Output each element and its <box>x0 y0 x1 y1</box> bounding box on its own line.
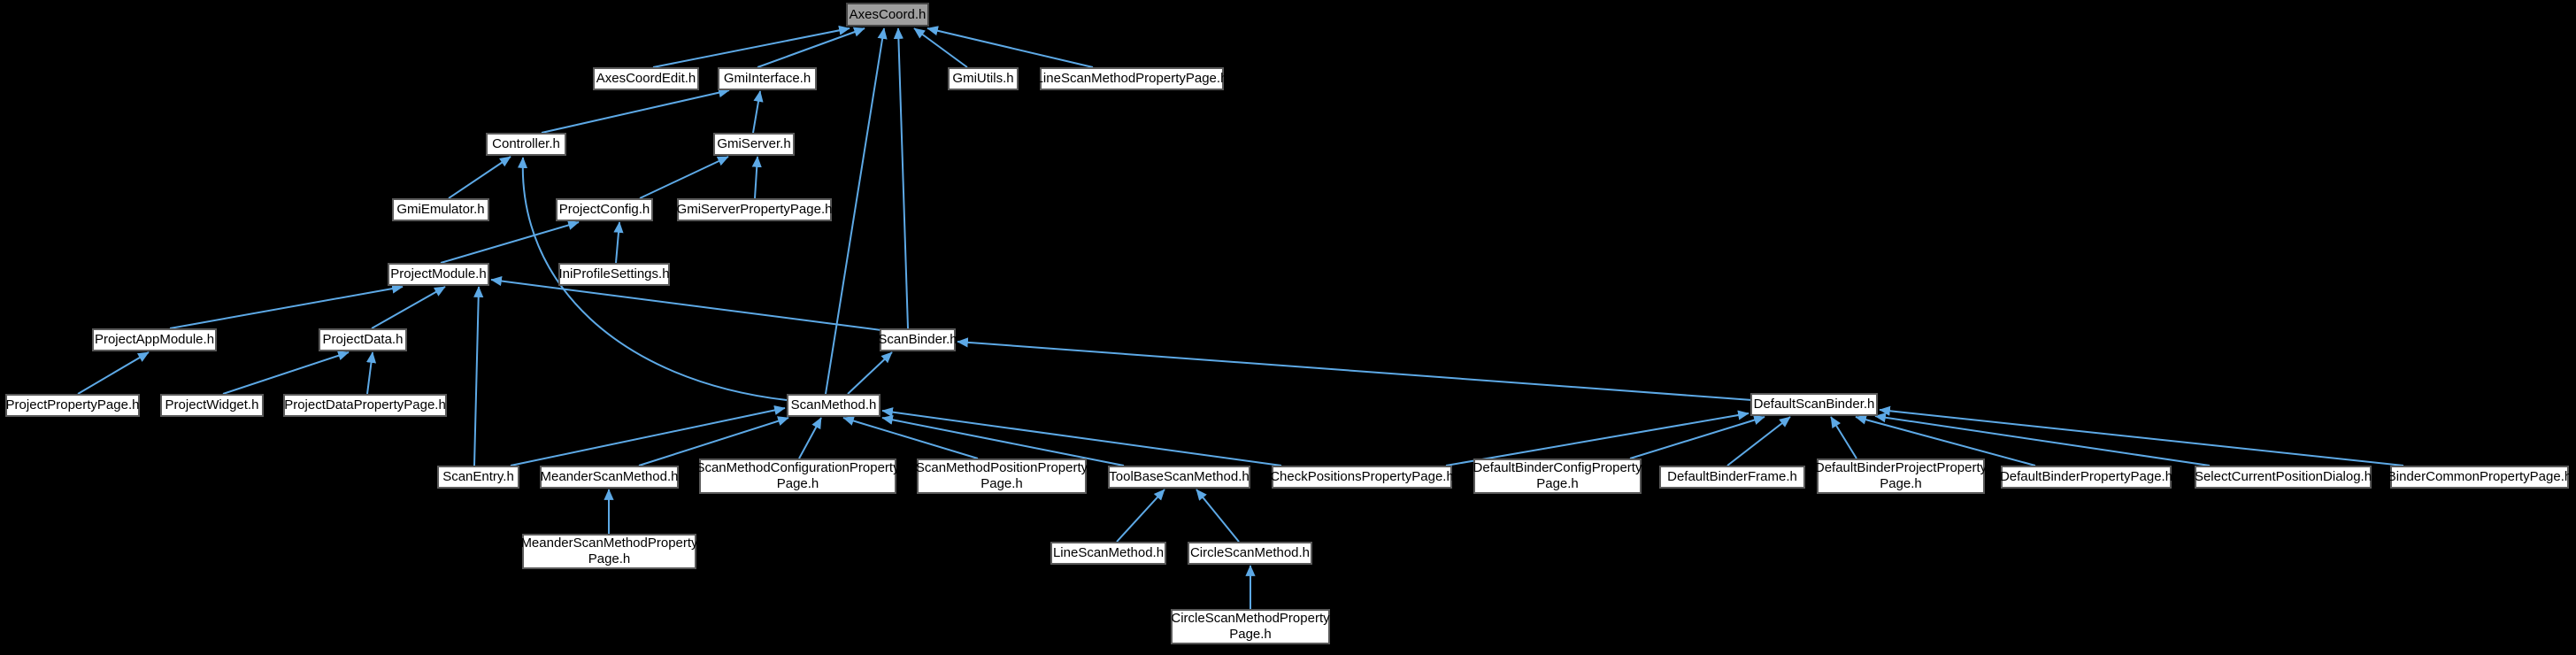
graph-node-checkpositionspropertypage[interactable]: CheckPositionsPropertyPage.h <box>1270 466 1454 489</box>
graph-node-gmiserverpropertypage[interactable]: GmiServerPropertyPage.h <box>677 198 832 221</box>
edge-projectdatapropertypage-to-projectdata <box>365 351 377 395</box>
graph-node-circlescanmethodpropertypage[interactable]: CircleScanMethodProperty Page.h <box>1171 609 1330 644</box>
edge-projectconfig-to-gmiserver <box>639 156 729 199</box>
edge-scanmethodconfigurationpropertypage-to-scanmethod <box>798 417 822 459</box>
graph-node-scanmethodconfigurationpropertypage[interactable]: ScanMethodConfigurationProperty Page.h <box>696 458 900 494</box>
graph-node-projectdatapropertypage[interactable]: ProjectDataPropertyPage.h <box>283 394 447 417</box>
graph-node-projectmodule[interactable]: ProjectModule.h <box>388 263 489 286</box>
edge-linescanmethod-to-toolbasescanmethod <box>1116 489 1165 543</box>
edge-scanentry-to-scanmethod <box>510 405 786 466</box>
graph-node-gmiinterface[interactable]: GmiInterface.h <box>718 67 817 90</box>
edge-defaultscanbinder-to-scanbinder <box>957 337 1753 401</box>
edge-checkpositionspropertypage-to-defaultscanbinder <box>1445 410 1749 466</box>
edge-scanmethod-to-scanbinder <box>847 351 893 395</box>
graph-node-defaultbinderconfigpropertypage[interactable]: DefaultBinderConfigProperty Page.h <box>1473 458 1642 494</box>
edge-defaultbinderpropertypage-to-defaultscanbinder <box>1855 414 2036 466</box>
graph-node-scanmethodpositionpropertypage[interactable]: ScanMethodPositionProperty Page.h <box>916 458 1088 494</box>
edge-linescanmethodpropertypage-to-axescoord <box>927 26 1094 68</box>
edge-projectappmodule-to-projectmodule <box>169 283 404 329</box>
graph-node-scanentry[interactable]: ScanEntry.h <box>437 466 519 489</box>
edge-selectcurrentpositiondialog-to-defaultscanbinder <box>1874 412 2211 466</box>
graph-node-projectwidget[interactable]: ProjectWidget.h <box>160 394 264 417</box>
edge-scanmethod-to-axescoord <box>825 27 888 395</box>
edge-gmiutils-to-axescoord <box>913 27 968 68</box>
graph-node-selectcurrentpositiondialog[interactable]: SelectCurrentPositionDialog.h <box>2195 466 2372 489</box>
edge-scanmethod-to-controller <box>517 157 788 401</box>
graph-node-controller[interactable]: Controller.h <box>486 133 566 156</box>
graph-node-defaultbinderpropertypage[interactable]: DefaultBinderPropertyPage.h <box>2000 466 2172 489</box>
graph-node-projectpropertypage[interactable]: ProjectPropertyPage.h <box>5 394 140 417</box>
edge-scanmethodpositionpropertypage-to-scanmethod <box>842 416 979 459</box>
graph-node-defaultbinderframe[interactable]: DefaultBinderFrame.h <box>1659 466 1805 489</box>
graph-node-bindercommonpropertypage[interactable]: BinderCommonPropertyPage.h <box>2388 466 2572 489</box>
graph-node-defaultscanbinder[interactable]: DefaultScanBinder.h <box>1750 393 1878 416</box>
edge-defaultbinderprojectpropertypage-to-defaultscanbinder <box>1830 416 1857 459</box>
edge-bindercommonpropertypage-to-defaultscanbinder <box>1879 405 2404 466</box>
edge-defaultbinderframe-to-defaultscanbinder <box>1726 416 1791 466</box>
graph-node-gmiutils[interactable]: GmiUtils.h <box>948 67 1019 90</box>
edge-checkpositionspropertypage-to-scanmethod <box>881 407 1282 466</box>
edge-scanbinder-to-projectmodule <box>490 275 882 331</box>
edge-axescoordedit-to-axescoord <box>652 25 850 68</box>
edge-projectpropertypage-to-projectappmodule <box>77 351 150 395</box>
graph-node-circlescanmethod[interactable]: CircleScanMethod.h <box>1188 542 1312 565</box>
edge-meanderscanmethod-to-scanmethod <box>638 416 789 466</box>
edge-toolbasescanmethod-to-scanmethod <box>881 414 1125 466</box>
graph-node-linescanmethod[interactable]: LineScanMethod.h <box>1050 542 1166 565</box>
graph-node-projectdata[interactable]: ProjectData.h <box>319 328 407 351</box>
edge-scanentry-to-projectmodule <box>473 286 484 466</box>
graph-node-axescoordedit[interactable]: AxesCoordEdit.h <box>593 67 699 90</box>
graph-node-linescanmethodpropertypage[interactable]: LineScanMethodPropertyPage.h <box>1036 67 1227 90</box>
graph-node-projectappmodule[interactable]: ProjectAppModule.h <box>92 328 217 351</box>
graph-node-iniprofilesettings[interactable]: IniProfileSettings.h <box>558 263 670 286</box>
graph-node-scanbinder[interactable]: ScanBinder.h <box>878 328 957 351</box>
graph-node-meanderscanmethod[interactable]: MeanderScanMethod.h <box>540 466 679 489</box>
graph-node-meanderscanmethodpropertypage[interactable]: MeanderScanMethodProperty Page.h <box>520 534 698 569</box>
graph-node-scanmethod[interactable]: ScanMethod.h <box>787 394 880 417</box>
edge-projectwidget-to-projectdata <box>222 351 350 395</box>
graph-node-defaultbinderprojectpropertypage[interactable]: DefaultBinderProjectProperty Page.h <box>1815 458 1987 494</box>
edge-defaultbinderconfigpropertypage-to-defaultscanbinder <box>1629 415 1765 459</box>
graph-node-axescoord[interactable]: AxesCoord.h <box>846 3 929 27</box>
graph-node-gmiserver[interactable]: GmiServer.h <box>713 133 795 156</box>
edge-gmiinterface-to-axescoord <box>757 27 865 68</box>
edge-projectmodule-to-projectconfig <box>440 220 580 264</box>
edge-gmiemulator-to-controller <box>448 156 511 199</box>
graph-node-gmiemulator[interactable]: GmiEmulator.h <box>392 198 489 221</box>
edge-gmiserver-to-gmiinterface <box>752 90 764 134</box>
edge-scanbinder-to-axescoord <box>893 27 909 329</box>
edge-gmiserverpropertypage-to-gmiserver <box>751 156 762 199</box>
edge-controller-to-gmiinterface <box>541 88 730 134</box>
edge-iniprofilesettings-to-projectconfig <box>613 221 624 264</box>
graph-node-toolbasescanmethod[interactable]: ToolBaseScanMethod.h <box>1108 466 1250 489</box>
graph-node-projectconfig[interactable]: ProjectConfig.h <box>556 198 653 221</box>
edge-projectdata-to-projectmodule <box>371 286 446 329</box>
edge-circlescanmethod-to-toolbasescanmethod <box>1196 489 1240 543</box>
